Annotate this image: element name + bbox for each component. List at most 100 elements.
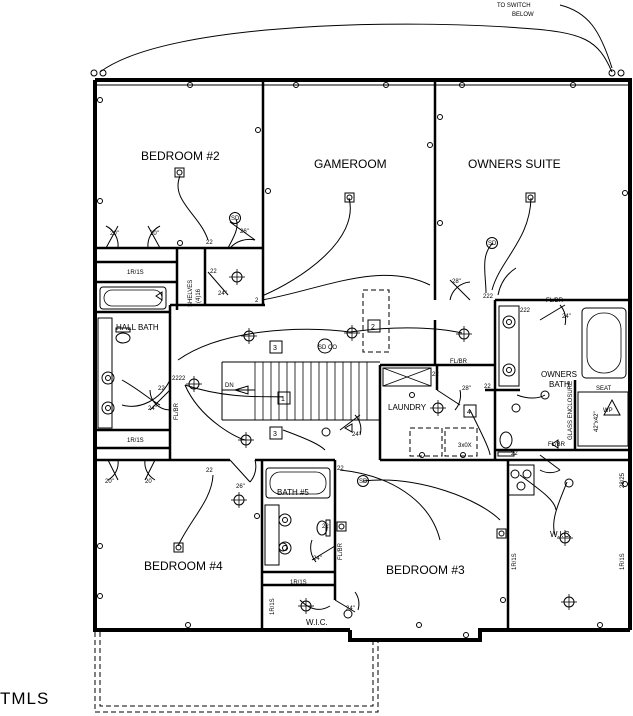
stair-down-label: DN xyxy=(225,383,234,389)
door-label-8: 20 xyxy=(145,479,152,485)
owners-bath-label-2: BATH xyxy=(549,380,570,389)
hall-toilet xyxy=(115,327,131,344)
wic-owners-label: W.I.C. xyxy=(550,530,572,539)
hall-tub xyxy=(99,286,167,310)
svg-text:2: 2 xyxy=(371,324,375,331)
rod-shelf-tag-3: 1R/1S xyxy=(290,580,307,586)
circuit-tags: 22 2 222 222 2222 22 22 22 22 22 22 22 2… xyxy=(158,240,531,530)
owners-bath-label-1: OWNERS xyxy=(541,370,577,379)
callout-1: 1 xyxy=(277,391,291,405)
glass-enclosure-label: GLASS ENCLOSURE xyxy=(568,381,574,440)
shelves-count-label: (4)16 xyxy=(196,288,202,303)
shelves-label: SHELVES xyxy=(188,280,194,307)
fl-br-tag-4: FL/BR xyxy=(338,542,344,560)
bedroom-3-label: BEDROOM #3 xyxy=(386,563,465,577)
svg-text:2: 2 xyxy=(255,298,259,304)
attic-access xyxy=(362,289,390,353)
doors xyxy=(105,221,567,613)
interior-walls xyxy=(95,80,630,630)
svg-text:1: 1 xyxy=(281,396,285,403)
callout-3b: 3 xyxy=(269,426,283,440)
svg-text:22: 22 xyxy=(432,372,439,378)
svg-text:22: 22 xyxy=(210,269,217,275)
wp-label: WP xyxy=(603,408,613,414)
fl-br-tag-3: FL/BR xyxy=(174,402,180,420)
exterior-light-right xyxy=(608,69,625,77)
door-label-4: 28" xyxy=(452,279,461,285)
door-label-3: 26" xyxy=(240,229,249,235)
svg-text:222: 222 xyxy=(520,308,531,314)
smoke-detectors xyxy=(229,212,498,487)
svg-text:2222: 2222 xyxy=(172,376,186,382)
svg-text:22: 22 xyxy=(484,384,491,390)
svg-text:4: 4 xyxy=(467,409,471,416)
rod-shelf-tag-1: 1R/1S xyxy=(127,270,144,276)
door-label-5: 24" xyxy=(218,291,227,297)
exhaust-fan xyxy=(507,464,535,496)
callout-3a: 3 xyxy=(269,340,283,354)
seat-label: SEAT xyxy=(596,386,612,392)
rod-shelf-tag-6: 1R/1S xyxy=(620,553,626,570)
svg-text:22: 22 xyxy=(206,240,213,246)
wall-outlets xyxy=(97,82,628,638)
fl-br-tag-1: FL/BR xyxy=(546,298,564,304)
svg-text:22: 22 xyxy=(337,466,344,472)
hall-vanity xyxy=(97,317,115,429)
rod-shelf-tag-5: 1R/1S xyxy=(512,553,518,570)
svg-text:3: 3 xyxy=(273,345,277,352)
bath-5-label: BATH #5 xyxy=(277,488,309,497)
ceiling-fan-boxes xyxy=(173,167,536,553)
size-28-25-tag: 28/25 xyxy=(620,472,626,488)
bath5-toilet xyxy=(316,519,331,537)
bedroom-4-label: BEDROOM #4 xyxy=(144,559,223,573)
exterior-walls xyxy=(93,78,632,642)
to-switch-note: TO SWITCH xyxy=(497,3,531,9)
smoke-co-label: SD CO xyxy=(318,345,337,351)
door-label-14: 24" xyxy=(352,432,361,438)
owners-suite-label: OWNERS SUITE xyxy=(468,157,561,171)
fl-br-tag-5: FL/BR xyxy=(548,442,566,448)
smoke-label-2: SD xyxy=(488,241,497,247)
svg-text:22: 22 xyxy=(206,468,213,474)
svg-text:22: 22 xyxy=(158,386,165,392)
svg-text:22: 22 xyxy=(511,451,518,457)
box-size-tag: 3x0X xyxy=(458,443,472,449)
bath5-tub xyxy=(265,467,331,499)
rod-shelf-tag-4: 1R/1S xyxy=(270,598,276,615)
hall-bath-label: HALL BATH xyxy=(116,323,159,332)
door-label-9: 26" xyxy=(236,484,245,490)
gameroom-label: GAMEROOM xyxy=(314,157,387,171)
door-label-2: 20" xyxy=(150,231,159,237)
door-label-6: 24" xyxy=(148,406,157,412)
fl-br-tag-2: FL/BR xyxy=(450,359,468,365)
door-label-12: 24" xyxy=(313,556,322,562)
door-label-13: 24" xyxy=(346,606,355,612)
door-label-7: 20" xyxy=(105,479,114,485)
watermark: TMLS xyxy=(0,689,49,708)
door-label-11: 24" xyxy=(562,314,571,320)
svg-text:3: 3 xyxy=(273,431,277,438)
svg-text:22: 22 xyxy=(322,524,329,530)
porch-outline xyxy=(94,632,379,713)
callout-2: 2 xyxy=(367,319,381,333)
switch-wire xyxy=(99,23,613,73)
staircase xyxy=(222,362,368,420)
owners-tub xyxy=(581,307,627,379)
owners-toilet xyxy=(497,431,515,457)
below-note: BELOW xyxy=(512,12,534,18)
switch-wire-tail xyxy=(559,4,613,69)
callout-4: 4 xyxy=(463,404,477,418)
switches xyxy=(155,291,559,449)
owners-shower xyxy=(577,391,629,447)
rod-shelf-tag-2: 1R/1S xyxy=(127,438,144,444)
wiring xyxy=(121,175,568,610)
exterior-light-left xyxy=(90,69,107,77)
smoke-label-3: SD xyxy=(359,479,368,485)
wic-small-label: W.I.C. xyxy=(306,618,328,627)
owners-vanity xyxy=(498,305,520,387)
bedroom-2-label: BEDROOM #2 xyxy=(141,149,220,163)
smoke-label-1: SD xyxy=(231,216,240,222)
door-label-10: 28" xyxy=(462,386,471,392)
light-fixtures xyxy=(186,269,577,619)
